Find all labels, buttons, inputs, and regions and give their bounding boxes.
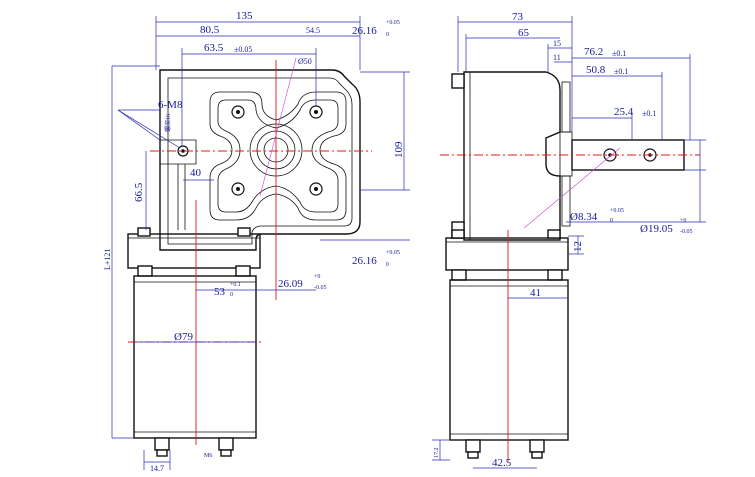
side-terminal-right-nut	[531, 451, 543, 459]
dim-135: 135	[236, 10, 253, 22]
flange-bolt-bottom-right	[235, 265, 251, 277]
dim-14-7: 14.7	[150, 464, 164, 473]
side-flange-bolt-top-left	[451, 229, 465, 239]
terminal-right	[218, 437, 234, 451]
side-gearbox-outline	[463, 71, 561, 241]
dim-66-5: 66.5	[133, 182, 145, 202]
side-shaft-collar-bottom	[561, 175, 571, 227]
dim-42-5: 42.5	[492, 457, 512, 469]
side-motor-flange	[445, 237, 569, 271]
bolt-hole-top-right-center	[314, 110, 318, 114]
output-flange-outline	[209, 91, 347, 221]
dim-76-2-tol: ±0.1	[612, 49, 626, 58]
side-flange-bolt-bottom-left	[451, 269, 467, 281]
dim-8-34-tol-upper: +0.05	[610, 208, 624, 214]
dim-53-tol-upper: +0.1	[230, 282, 241, 288]
output-flange-inner	[217, 99, 339, 213]
dim-25-4: 25.4	[614, 106, 634, 118]
dim-26-16-bottom: 26.16	[352, 255, 377, 267]
motor-flange	[127, 233, 261, 269]
dim-dia-50: Ø50	[298, 57, 312, 66]
terminal-right-nut	[220, 449, 232, 457]
flange-bolt-bottom-left	[137, 265, 153, 277]
gearbox-inner-outline	[167, 77, 353, 245]
dim-19-05: Ø19.05	[640, 223, 673, 235]
dim-25-4-tol: ±0.1	[642, 109, 656, 118]
side-dimension-lines	[432, 16, 706, 469]
dim-63-5-tol: ±0.05	[234, 45, 252, 54]
bolt-hole-top-left-center	[236, 110, 240, 114]
bolt-hole-left-center	[181, 149, 185, 153]
dim-109: 109	[393, 141, 405, 158]
motor-body	[133, 275, 257, 439]
dim-26-16-top-tol: +0.05	[386, 20, 400, 26]
flange-bolt-top-left	[137, 227, 151, 237]
side-shaft-base	[559, 131, 573, 177]
dim-8-34: Ø8.34	[570, 211, 598, 223]
dim-50-8-tol: ±0.1	[614, 67, 628, 76]
dim-17-2: 17.2	[434, 448, 440, 459]
side-terminal-left-nut	[467, 451, 479, 459]
dim-80-5: 80.5	[200, 24, 220, 36]
dim-26-16-bottom-tol-lower: 0	[386, 262, 389, 268]
dim-53: 53	[214, 286, 226, 298]
dim-15: 15	[553, 39, 561, 48]
dim-26-16-bottom-tol: +0.05	[386, 250, 400, 256]
dim-76-2: 76.2	[584, 46, 603, 58]
side-shaft-collar-top	[561, 81, 571, 133]
dim-26-09-tol-lower: -0.05	[314, 285, 327, 291]
bolt-hole-bottom-left-center	[236, 187, 240, 191]
side-motor-body	[449, 279, 569, 441]
bolt-hole-bottom-right-center	[314, 187, 318, 191]
terminal-left	[154, 437, 170, 451]
side-flange-bolt-top-right	[547, 229, 561, 239]
side-terminal-left	[465, 439, 481, 453]
dim-63-5: 63.5	[204, 42, 224, 54]
dim-26-16-top-tol-lower: 0	[386, 32, 389, 38]
dim-26-16-top: 26.16	[352, 25, 377, 37]
dim-50-8: 50.8	[586, 64, 606, 76]
dim-6-m8: 6-M8	[158, 99, 183, 111]
dim-8-34-tol-lower: 0	[610, 218, 613, 224]
terminal-left-nut	[156, 449, 168, 457]
side-terminal-right	[529, 439, 545, 453]
dim-73: 73	[512, 11, 524, 23]
flange-bolt-top-right	[237, 227, 251, 237]
dim-dia-79: Ø79	[174, 331, 193, 343]
front-view: 135 80.5 54.5 26.16 +0.05 0 63.5 ±0.05 Ø…	[103, 10, 410, 473]
dim-53-tol-lower: 0	[230, 292, 233, 298]
front-dimension-lines	[111, 16, 410, 470]
dim-11: 11	[553, 53, 561, 62]
dim-12: 12	[572, 241, 584, 252]
dim-26-09-tol-upper: +0	[314, 274, 320, 280]
side-top-lug	[451, 73, 465, 89]
dim-41: 41	[530, 287, 541, 299]
dim-thread-depth: 螺深16	[164, 114, 172, 132]
side-flange-bolt-bottom-right	[547, 269, 563, 281]
dim-19-05-tol-upper: +0	[680, 218, 686, 224]
dim-m6: M6	[204, 453, 212, 459]
gearbox-plate-outline	[159, 69, 361, 251]
dim-19-05-tol-lower: -0.05	[680, 229, 693, 235]
bolt-holes	[177, 105, 323, 196]
dim-40: 40	[190, 167, 202, 179]
dim-54-5: 54.5	[306, 26, 320, 35]
dim-26-09: 26.09	[278, 278, 303, 290]
side-view: 73 65 15 11 76.2 ±0.1 50.8 ±0.1 25.4 ±0.…	[432, 11, 706, 469]
dim-l-121: L+121	[103, 249, 112, 270]
dim-65: 65	[518, 27, 530, 39]
